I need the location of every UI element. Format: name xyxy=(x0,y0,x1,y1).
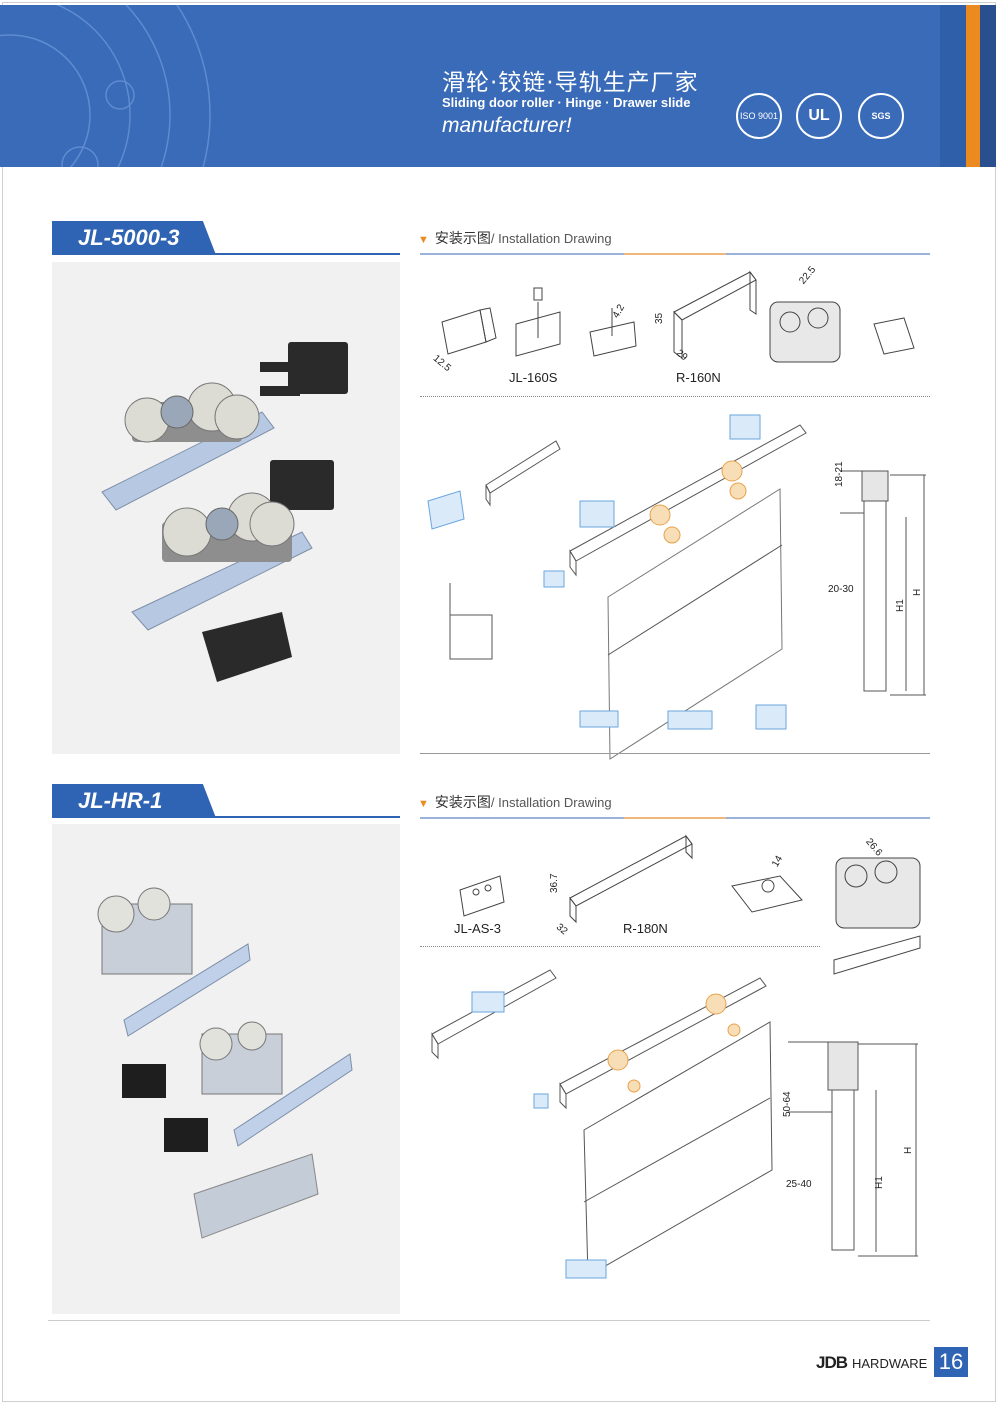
product-photo-2 xyxy=(52,824,400,1314)
separator-dotted-2 xyxy=(420,946,820,947)
decorative-rings xyxy=(0,5,211,167)
installation-label-en-2: / Installation Drawing xyxy=(490,795,612,810)
ul-cert-badge: UL xyxy=(796,93,842,139)
installation-rule-2 xyxy=(420,817,930,819)
part-label-jl-as-3: JL-AS-3 xyxy=(454,921,501,936)
parts-drawing-2 xyxy=(459,834,921,975)
product-photo-1 xyxy=(52,262,400,754)
separator-dotted-1 xyxy=(420,396,930,397)
part-label-r-160n: R-160N xyxy=(676,370,721,385)
triangle-icon: ▼ xyxy=(418,798,429,810)
dim-50-64: 50-64 xyxy=(782,1091,793,1117)
header-banner xyxy=(0,5,940,167)
installation-drawing-2 xyxy=(431,969,918,1279)
section-title-underline-1 xyxy=(52,253,400,255)
dim-h-2: H xyxy=(903,1146,914,1154)
header-strip-blue xyxy=(940,5,966,167)
brand-logo: JDB xyxy=(816,1353,848,1372)
dim-h-1: H xyxy=(912,588,923,596)
sgs-cert-badge: SGS xyxy=(858,93,904,139)
dim-18-21: 18-21 xyxy=(834,461,845,487)
dim-35: 35 xyxy=(654,312,665,324)
installation-label-1: ▼ 安装示图/ Installation Drawing xyxy=(418,228,612,248)
installation-rule-1 xyxy=(420,253,930,255)
footer-rule xyxy=(48,1320,930,1321)
header-strip-orange xyxy=(966,5,980,167)
section-title-2: JL-HR-1 xyxy=(52,784,216,818)
installation-label-cn-2: 安装示图 xyxy=(434,794,491,810)
installation-label-en-1: / Installation Drawing xyxy=(490,231,612,246)
page-number: 16 xyxy=(934,1347,968,1377)
iso-cert-label: ISO 9001 xyxy=(739,111,779,121)
part-label-r-180n: R-180N xyxy=(623,921,668,936)
dim-h1-1: H1 xyxy=(895,599,906,612)
roller-photo-illustration xyxy=(101,342,348,682)
sgs-cert-label: SGS xyxy=(871,111,891,121)
part-label-jl-160s: JL-160S xyxy=(509,370,558,385)
separator-solid-1 xyxy=(420,753,930,754)
installation-label-2: ▼ 安装示图/ Installation Drawing xyxy=(418,792,612,812)
dim-h1-2: H1 xyxy=(874,1176,885,1189)
installation-label-cn-1: 安装示图 xyxy=(434,230,491,246)
header-title-cn: 滑轮·铰链·导轨生产厂家 xyxy=(442,70,699,96)
section-title-1: JL-5000-3 xyxy=(52,221,216,255)
brand-name: HARDWARE xyxy=(852,1356,928,1371)
header-subtitle-en: manufacturer! xyxy=(442,114,572,137)
installation-drawing-1 xyxy=(427,414,926,760)
ul-cert-label: UL xyxy=(808,107,830,124)
dim-25-40: 25-40 xyxy=(786,1179,812,1190)
parts-drawing-1 xyxy=(441,270,915,363)
header-title-en: Sliding door roller · Hinge · Drawer sli… xyxy=(442,95,691,110)
iso-cert-badge: ISO 9001 xyxy=(736,93,782,139)
dim-36-7: 36.7 xyxy=(549,873,560,893)
roller-hr-photo-illustration xyxy=(97,887,353,1239)
dim-20-30: 20-30 xyxy=(828,584,854,595)
section-title-underline-2 xyxy=(52,816,400,818)
header-strip-dark xyxy=(980,5,996,167)
triangle-icon: ▼ xyxy=(418,234,429,246)
